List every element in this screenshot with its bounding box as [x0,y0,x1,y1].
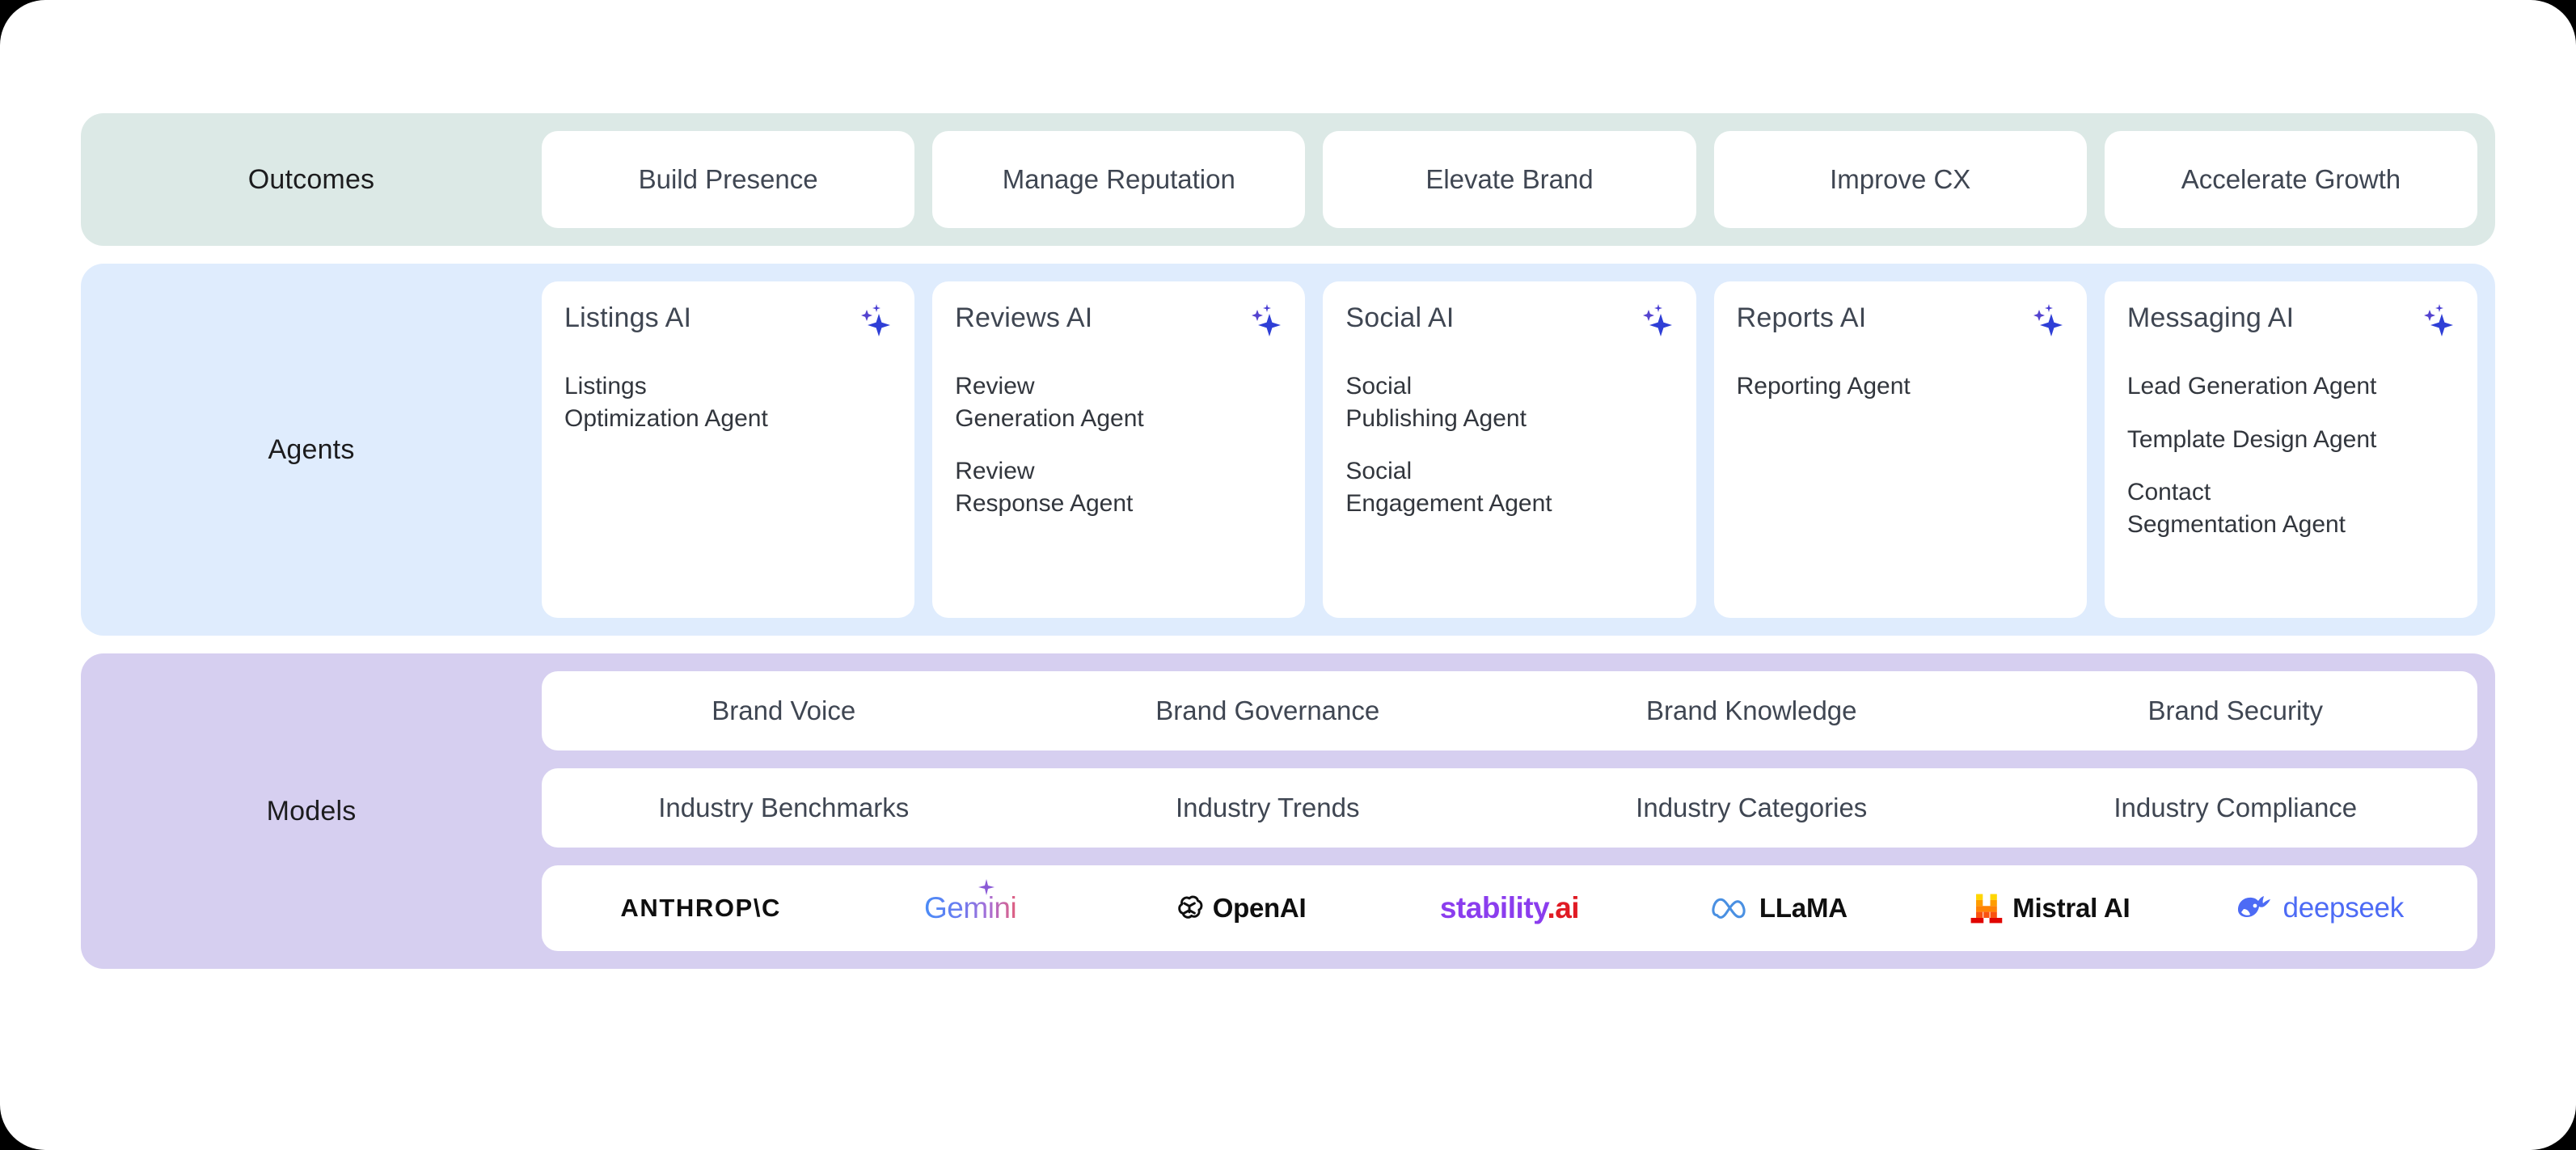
openai-knot-icon [1178,895,1203,919]
outcomes-band: Outcomes Build Presence Manage Reputatio… [81,113,2495,246]
brand-model-item[interactable]: Brand Governance [1155,695,1380,725]
agent-card-title: Social AI [1345,302,1455,333]
agent-item[interactable]: Reporting Agent [1736,373,1911,400]
anthropic-wordmark: ANTHROP\C [620,894,782,922]
outcomes-card-row: Build Presence Manage Reputation Elevate… [542,131,2478,228]
models-band: Models Brand Voice Brand Governance Bran… [81,653,2495,969]
deepseek-wordmark: deepseek [2283,892,2405,924]
industry-model-item[interactable]: Industry Categories [1636,793,1868,822]
brand-model-item[interactable]: Brand Voice [712,695,856,725]
agent-card-header: Messaging AI [2127,302,2455,340]
agents-band: Agents Listings AI [81,264,2495,636]
provider-gemini[interactable]: Gemini [835,879,1104,925]
agent-card-header: Listings AI [564,302,892,340]
stability-wordmark: stability.ai [1439,891,1580,925]
openai-wordmark: OpenAI [1212,893,1307,923]
agent-item-list: Reporting Agent [1737,370,2064,403]
agent-card-reports-ai[interactable]: Reports AI Reporting Agent [1713,281,2087,618]
platform-architecture-diagram: Outcomes Build Presence Manage Reputatio… [81,113,2495,969]
outcome-card[interactable]: Elevate Brand [1323,131,1696,228]
sparkle-icon [2418,302,2455,340]
agents-label: Agents [268,433,355,465]
sparkle-icon [1636,302,1674,340]
sparkle-icon [2027,302,2064,340]
brand-model-item[interactable]: Brand Knowledge [1645,695,1857,725]
outcome-card[interactable]: Manage Reputation [932,131,1306,228]
agent-card-title: Reports AI [1736,302,1867,333]
industry-model-item[interactable]: Industry Compliance [2114,793,2358,822]
outcome-card[interactable]: Accelerate Growth [2104,131,2478,228]
sparkle-icon [1245,302,1282,340]
model-providers-strip: ANTHROP\C Gemini [542,865,2477,951]
mistral-pixel-m-icon [1970,894,2003,924]
provider-openai[interactable]: OpenAI [1105,893,1375,924]
models-strip-stack: Brand Voice Brand Governance Brand Knowl… [542,671,2477,951]
models-label: Models [266,795,357,827]
outcome-card[interactable]: Build Presence [542,131,915,228]
sparkle-icon [855,302,892,340]
agent-card-header: Reports AI [1737,302,2064,340]
industry-model-item[interactable]: Industry Trends [1176,793,1360,822]
meta-infinity-icon [1712,898,1746,919]
agent-item[interactable]: Lead Generation Agent [2126,373,2377,400]
provider-deepseek[interactable]: deepseek [2184,892,2453,924]
agent-item[interactable]: Template Design Agent [2126,425,2377,453]
agent-card-title: Messaging AI [2126,302,2295,333]
industry-models-strip: Industry Benchmarks Industry Trends Indu… [542,768,2477,848]
provider-anthropic[interactable]: ANTHROP\C [566,894,835,923]
provider-mistral[interactable]: Mistral AI [1914,891,2183,925]
brand-model-item[interactable]: Brand Security [2147,695,2323,725]
provider-stability[interactable]: stability.ai [1375,891,1644,925]
agent-card-title: Listings AI [564,302,692,333]
industry-model-item[interactable]: Industry Benchmarks [658,793,910,822]
agent-card-messaging-ai[interactable]: Messaging AI Lead Generation Agent [2104,281,2478,618]
agent-item-list: Lead Generation Agent Template Design Ag… [2127,370,2455,540]
outcome-card[interactable]: Improve CX [1713,131,2087,228]
provider-llama[interactable]: LLaMA [1645,893,1914,924]
deepseek-whale-icon [2237,896,2270,917]
agent-card-header: Reviews AI [955,302,1282,340]
stability-name: stability [1439,891,1548,924]
stability-suffix: .ai [1547,891,1580,924]
agent-card-header: Social AI [1345,302,1673,340]
llama-wordmark: LLaMA [1759,893,1848,923]
brand-models-strip: Brand Voice Brand Governance Brand Knowl… [542,671,2477,750]
gemini-sparkle-icon [978,879,995,895]
gemini-wordmark: Gemini [924,891,1017,924]
mistral-wordmark: Mistral AI [2012,893,2130,923]
outcomes-label: Outcomes [247,163,375,195]
agent-card-title: Reviews AI [955,302,1093,333]
